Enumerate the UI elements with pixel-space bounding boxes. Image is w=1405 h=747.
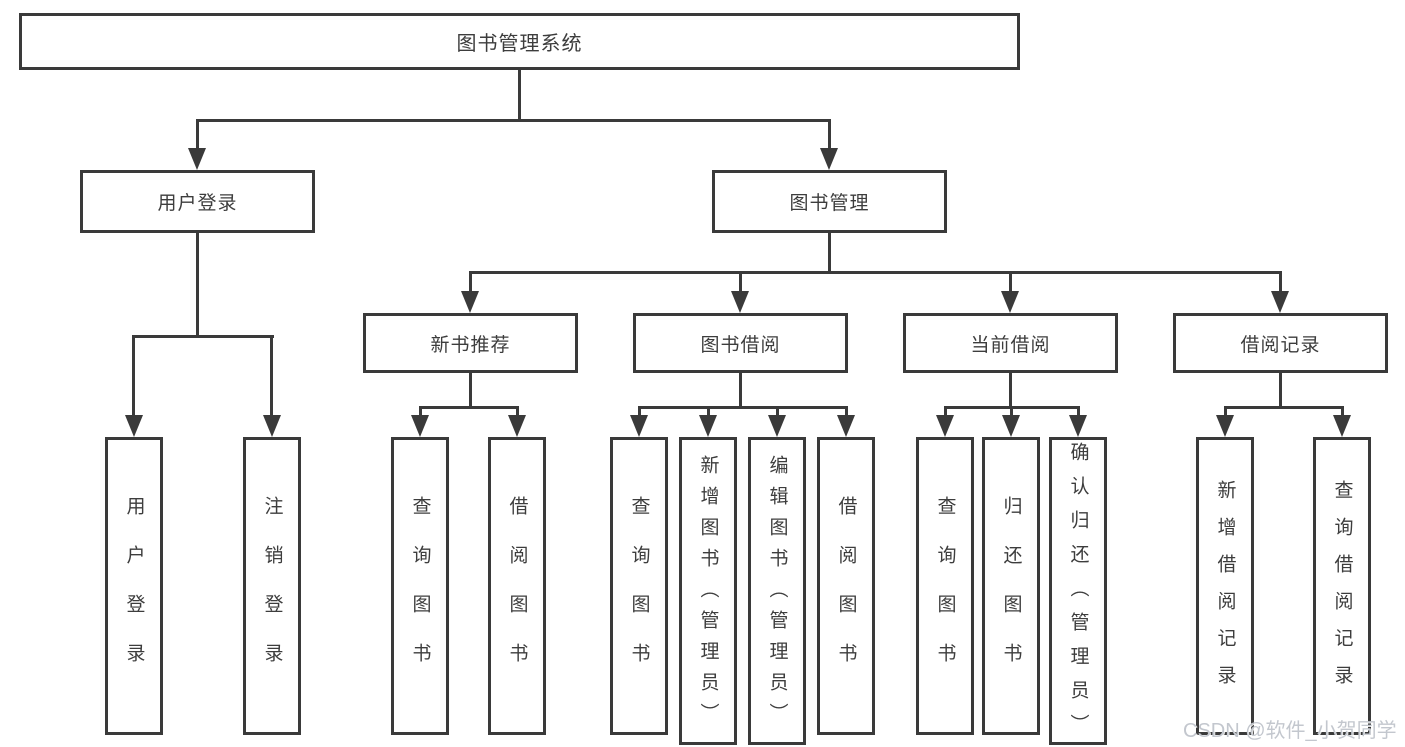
connector-line: [270, 335, 273, 420]
arrow-down-icon: [1216, 415, 1234, 437]
node-current-borrow: 当前借阅: [903, 313, 1118, 373]
node-book-borrow: 图书借阅: [633, 313, 848, 373]
connector-line: [1224, 406, 1344, 409]
leaf-query-borrow-record: 查询借阅记录: [1313, 437, 1371, 735]
arrow-down-icon: [125, 415, 143, 437]
arrow-down-icon: [837, 415, 855, 437]
connector-line: [196, 233, 199, 338]
node-borrow-records: 借阅记录: [1173, 313, 1388, 373]
csdn-watermark: CSDN @软件_小贺同学: [1183, 720, 1397, 742]
leaf-borrow-books-recommend: 借阅图书: [488, 437, 546, 735]
connector-line: [1341, 406, 1344, 421]
node-label: 新增图书（管理员）: [697, 454, 719, 734]
connector-line: [776, 406, 779, 421]
connector-line: [739, 271, 742, 295]
connector-line: [419, 406, 422, 421]
connector-line: [132, 335, 135, 420]
connector-line: [516, 406, 519, 421]
node-label: 查询图书: [628, 495, 650, 692]
node-label: 借阅记录: [1240, 334, 1321, 356]
arrow-down-icon: [936, 415, 954, 437]
arrow-down-icon: [630, 415, 648, 437]
leaf-confirm-return-admin: 确认归还（管理员）: [1049, 437, 1107, 747]
connector-line: [1077, 406, 1080, 421]
connector-line: [1279, 271, 1282, 295]
node-label: 编辑图书（管理员）: [766, 454, 788, 734]
node-label: 当前借阅: [970, 334, 1051, 356]
arrow-down-icon: [1069, 415, 1087, 437]
node-book-management: 图书管理: [712, 170, 947, 233]
node-label: 图书借阅: [700, 334, 781, 356]
connector-line: [469, 271, 472, 295]
leaf-user-login: 用户登录: [105, 437, 163, 735]
node-label: 注销登录: [261, 495, 283, 692]
node-library-system: 图书管理系统: [19, 13, 1020, 70]
connector-line: [1279, 373, 1282, 409]
connector-line: [638, 406, 641, 421]
arrow-down-icon: [1333, 415, 1351, 437]
node-label: 查询图书: [409, 495, 431, 692]
leaf-edit-book-admin: 编辑图书（管理员）: [748, 437, 806, 745]
arrow-down-icon: [1002, 415, 1020, 437]
node-label: 借阅图书: [506, 495, 528, 692]
connector-line: [1010, 406, 1013, 421]
connector-line: [739, 373, 742, 409]
node-label: 确认归还（管理员）: [1067, 441, 1089, 747]
connector-line: [132, 335, 274, 338]
node-label: 新增借阅记录: [1214, 479, 1236, 702]
connector-line: [469, 271, 1282, 274]
node-label: 借阅图书: [835, 495, 857, 692]
node-label: 图书管理系统: [456, 33, 583, 55]
connector-line: [707, 406, 710, 421]
leaf-return-book: 归还图书: [982, 437, 1040, 735]
connector-line: [1009, 373, 1012, 409]
arrow-down-icon: [768, 415, 786, 437]
node-label: 用户登录: [123, 495, 145, 692]
connector-line: [828, 233, 831, 274]
leaf-borrow-books: 借阅图书: [817, 437, 875, 735]
connector-line: [828, 119, 831, 152]
arrow-down-icon: [411, 415, 429, 437]
arrow-down-icon: [1271, 291, 1289, 313]
connector-line: [1224, 406, 1227, 421]
arrow-down-icon: [1001, 291, 1019, 313]
arrow-down-icon: [461, 291, 479, 313]
connector-line: [196, 119, 831, 122]
connector-line: [845, 406, 848, 421]
node-label: 图书管理: [789, 193, 870, 214]
connector-line: [469, 373, 472, 409]
leaf-logout: 注销登录: [243, 437, 301, 735]
arrow-down-icon: [188, 148, 206, 170]
node-new-book-recommend: 新书推荐: [363, 313, 578, 373]
connector-line: [518, 70, 521, 122]
arrow-down-icon: [699, 415, 717, 437]
connector-line: [1009, 271, 1012, 295]
leaf-query-books-borrow: 查询图书: [610, 437, 668, 735]
leaf-add-borrow-record: 新增借阅记录: [1196, 437, 1254, 735]
arrow-down-icon: [820, 148, 838, 170]
arrow-down-icon: [508, 415, 526, 437]
node-label: 查询借阅记录: [1331, 479, 1353, 702]
node-label: 归还图书: [1000, 495, 1022, 692]
connector-line: [196, 119, 199, 152]
leaf-add-book-admin: 新增图书（管理员）: [679, 437, 737, 745]
node-user-login: 用户登录: [80, 170, 315, 233]
node-label: 用户登录: [157, 193, 238, 214]
leaf-query-books-recommend: 查询图书: [391, 437, 449, 735]
connector-line: [638, 406, 848, 409]
arrow-down-icon: [263, 415, 281, 437]
connector-line: [419, 406, 519, 409]
leaf-query-books-current: 查询图书: [916, 437, 974, 735]
node-label: 新书推荐: [430, 334, 511, 356]
node-label: 查询图书: [934, 495, 956, 692]
connector-line: [944, 406, 947, 421]
arrow-down-icon: [731, 291, 749, 313]
